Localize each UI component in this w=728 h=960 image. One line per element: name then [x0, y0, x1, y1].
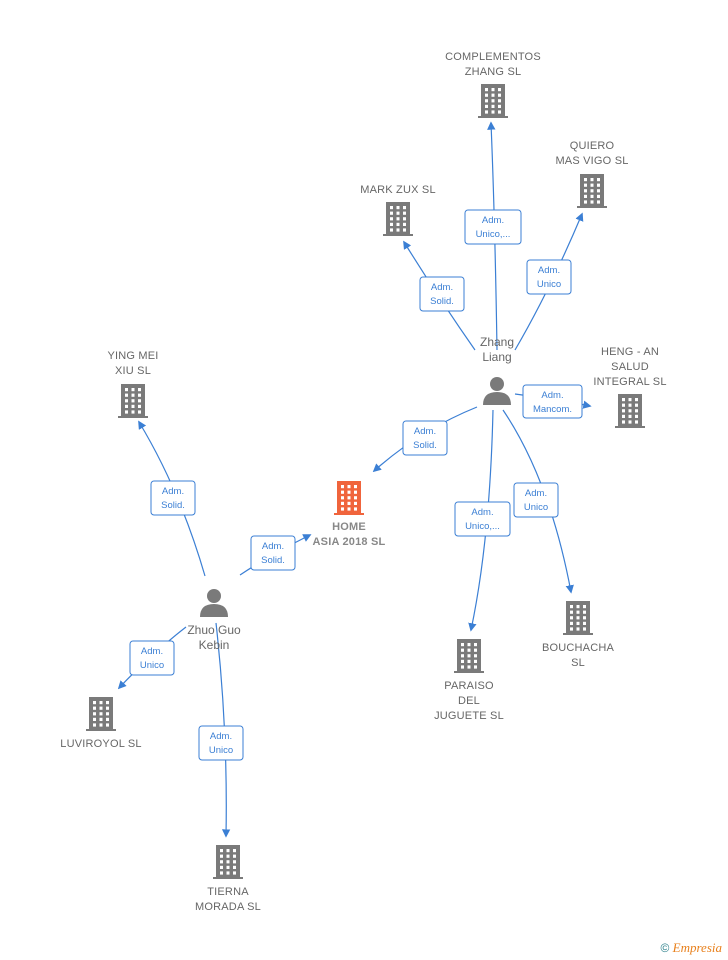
- person-label-zhang[interactable]: Liang: [482, 350, 511, 364]
- edge-label-text: Solid.: [430, 296, 454, 307]
- building-icon-yingmei[interactable]: [118, 384, 148, 418]
- edge-label-text: Adm.: [431, 282, 453, 293]
- edge-label-text: Solid.: [261, 555, 285, 566]
- edge-label-text: Unico: [209, 745, 233, 756]
- company-label-luviroyol[interactable]: LUVIROYOL SL: [60, 738, 141, 750]
- edge-label-text: Unico: [537, 279, 561, 290]
- person-icon-zhuo[interactable]: [200, 589, 228, 617]
- company-label-hengan[interactable]: INTEGRAL SL: [593, 376, 666, 388]
- edge-label-box[interactable]: [129, 640, 175, 676]
- company-label-home[interactable]: ASIA 2018 SL: [313, 536, 386, 548]
- edge-label-text: Adm.: [538, 265, 560, 276]
- edge-label-zhang-complementos[interactable]: Adm. Unico,...: [464, 209, 522, 245]
- company-label-bouchacha[interactable]: SL: [571, 657, 585, 669]
- company-label-quiero[interactable]: QUIERO: [570, 140, 615, 152]
- edge-label-text: Adm.: [482, 215, 504, 226]
- edge-label-box[interactable]: [150, 480, 196, 516]
- edge-label-text: Unico: [140, 660, 164, 671]
- company-label-tierna[interactable]: TIERNA: [207, 886, 249, 898]
- building-icon-bouchacha[interactable]: [563, 601, 593, 635]
- edge-label-text: Unico: [524, 502, 548, 513]
- edge-label-text: Unico,...: [465, 521, 500, 532]
- building-icon-quiero[interactable]: [577, 174, 607, 208]
- edge-label-zhuo-yingmei[interactable]: Adm. Solid.: [150, 480, 196, 516]
- company-label-home[interactable]: HOME: [332, 521, 366, 533]
- person-label-zhuo[interactable]: Kebin: [199, 638, 230, 652]
- edge-label-text: Adm.: [162, 486, 184, 497]
- edge-label-box[interactable]: [419, 276, 465, 312]
- company-label-paraiso[interactable]: DEL: [458, 695, 480, 707]
- edge-label-zhang-paraiso[interactable]: Adm. Unico,...: [454, 501, 511, 537]
- edge-label-box[interactable]: [513, 482, 559, 518]
- edge-label-text: Unico,...: [476, 229, 511, 240]
- edge-label-text: Adm.: [210, 731, 232, 742]
- edge-label-zhang-bouchacha[interactable]: Adm. Unico: [513, 482, 559, 518]
- edge-label-text: Mancom.: [533, 404, 572, 415]
- edge-label-text: Adm.: [262, 541, 284, 552]
- edge-label-box[interactable]: [464, 209, 522, 245]
- person-icon-zhang[interactable]: [483, 377, 511, 405]
- edge-label-text: Adm.: [471, 507, 493, 518]
- copyright-icon: ©: [660, 941, 670, 955]
- edge-label-zhuo-luviroyol[interactable]: Adm. Unico: [129, 640, 175, 676]
- company-label-yingmei[interactable]: XIU SL: [115, 365, 151, 377]
- company-label-paraiso[interactable]: PARAISO: [444, 680, 494, 692]
- person-label-zhang[interactable]: Zhang: [480, 335, 514, 349]
- building-icon-luviroyol[interactable]: [86, 697, 116, 731]
- company-label-paraiso[interactable]: JUGUETE SL: [434, 710, 504, 722]
- edge-label-zhang-hengan[interactable]: Adm. Mancom.: [522, 384, 583, 419]
- nodes-layer: HOME ASIA 2018 SL COMPLEMENTOS ZHANG SL QUIE…: [60, 51, 666, 913]
- edge-label-box[interactable]: [454, 501, 511, 537]
- edge-label-zhuo-home[interactable]: Adm. Solid.: [250, 535, 296, 571]
- edge-label-text: Solid.: [161, 500, 185, 511]
- edge-labels-layer: Adm.Unico,...Adm.UnicoAdm.Solid.Adm.Manc…: [129, 209, 583, 761]
- edge-label-zhang-home[interactable]: Adm. Solid.: [402, 420, 448, 456]
- building-icon-tierna[interactable]: [213, 845, 243, 879]
- company-label-tierna[interactable]: MORADA SL: [195, 901, 261, 913]
- building-icon-paraiso[interactable]: [454, 639, 484, 673]
- building-icon-home[interactable]: [334, 481, 364, 515]
- company-label-markzux[interactable]: MARK ZUX SL: [360, 184, 436, 196]
- edge-label-box[interactable]: [250, 535, 296, 571]
- building-icon-hengan[interactable]: [615, 394, 645, 428]
- edge-label-text: Adm.: [525, 488, 547, 499]
- edge-label-box[interactable]: [526, 259, 572, 295]
- edge-label-box[interactable]: [522, 384, 583, 419]
- brand-logo: Empresia: [672, 940, 722, 955]
- edge-label-box[interactable]: [402, 420, 448, 456]
- company-label-bouchacha[interactable]: BOUCHACHA: [542, 642, 615, 654]
- edge-label-text: Solid.: [413, 440, 437, 451]
- edge-label-box[interactable]: [198, 725, 244, 761]
- edge-label-text: Adm.: [414, 426, 436, 437]
- company-label-complementos[interactable]: ZHANG SL: [465, 66, 522, 78]
- edge-label-text: Adm.: [141, 646, 163, 657]
- building-icon-complementos[interactable]: [478, 84, 508, 118]
- company-label-yingmei[interactable]: YING MEI: [107, 350, 158, 362]
- company-label-hengan[interactable]: HENG - AN: [601, 346, 659, 358]
- edge-label-zhang-quiero[interactable]: Adm. Unico: [526, 259, 572, 295]
- company-label-hengan[interactable]: SALUD: [611, 361, 649, 373]
- edge-label-zhuo-tierna[interactable]: Adm. Unico: [198, 725, 244, 761]
- person-label-zhuo[interactable]: Zhuo Guo: [187, 623, 241, 637]
- footer-brand: © Empresia: [660, 940, 722, 956]
- company-label-complementos[interactable]: COMPLEMENTOS: [445, 51, 541, 63]
- company-label-quiero[interactable]: MAS VIGO SL: [555, 155, 628, 167]
- edge-label-zhang-markzux[interactable]: Adm. Solid.: [419, 276, 465, 312]
- edge-label-text: Adm.: [541, 390, 563, 401]
- building-icon-markzux[interactable]: [383, 202, 413, 236]
